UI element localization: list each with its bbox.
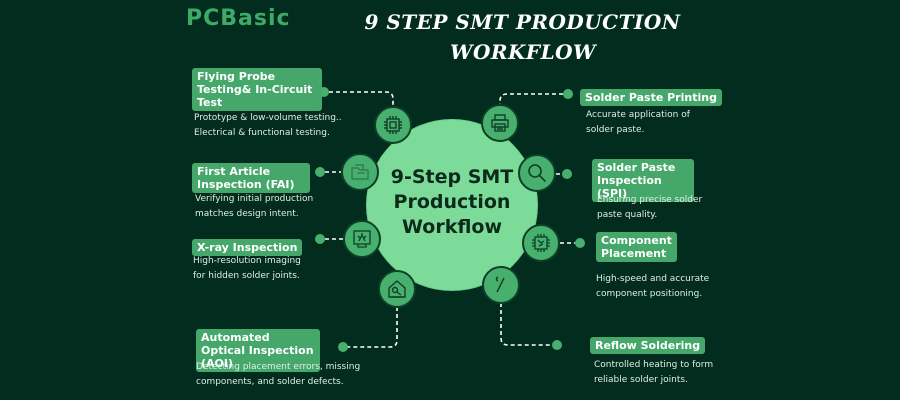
center-circle <box>367 120 537 290</box>
desc-line: component positioning. <box>596 289 703 299</box>
desc-line: reliable solder joints. <box>594 375 688 385</box>
step-reflow-soldering: Reflow Soldering <box>590 334 706 354</box>
step-spi: Solder Paste Inspection (SPI) <box>592 159 694 202</box>
connector-dot <box>575 238 585 248</box>
folder-icon <box>341 153 379 191</box>
connector-dot <box>562 169 572 179</box>
soldering-iron-icon <box>482 266 520 304</box>
step-fai: First Article Inspection (FAI) <box>192 163 310 193</box>
desc-line: matches design intent. <box>195 209 299 219</box>
desc-line: solder paste. <box>586 125 645 135</box>
step-xray: X-ray Inspection <box>192 236 303 256</box>
chip-icon <box>374 106 412 144</box>
step-description: Controlled heating to form reliable sold… <box>594 358 713 388</box>
step-description: High-resolution imaging for hidden solde… <box>193 254 301 284</box>
desc-line: components, and solder defects. <box>196 377 344 387</box>
desc-line: Prototype & low-volume testing.. <box>194 113 342 123</box>
center-title: 9-Step SMT Production Workflow <box>367 165 537 240</box>
house-magnifier-icon <box>378 270 416 308</box>
desc-line: Verifying initial production <box>195 194 314 204</box>
connector-dot <box>338 342 348 352</box>
step-aoi: Automated Optical Inspection (AOI) <box>196 329 320 372</box>
desc-line: Controlled heating to form <box>594 360 714 370</box>
step-description: Accurate application of solder paste. <box>586 108 690 138</box>
desc-line: High-resolution imaging <box>193 256 301 266</box>
connector-dot <box>563 89 573 99</box>
step-label: Flying Probe Testing& In-Circuit Test <box>192 68 322 111</box>
step-description: Ensuring precise solder paste quality. <box>597 193 702 223</box>
center-title-line2: Production <box>393 191 511 213</box>
center-title-line3: Workflow <box>401 216 503 238</box>
step-solder-paste-printing: Solder Paste Printing <box>580 86 722 106</box>
desc-line: paste quality. <box>597 210 658 220</box>
step-component-placement: Component Placement <box>596 232 677 262</box>
printer-icon <box>481 104 519 142</box>
step-label: First Article Inspection (FAI) <box>192 163 310 193</box>
desc-line: High-speed and accurate <box>596 274 710 284</box>
step-label: Reflow Soldering <box>590 337 706 354</box>
step-description: Prototype & low-volume testing.. Electri… <box>194 111 342 141</box>
circuit-icon <box>522 224 560 262</box>
connector-dot <box>315 234 325 244</box>
desc-line: Detecting placement errors, missing <box>196 362 361 372</box>
step-description: Detecting placement errors, missing comp… <box>196 360 360 390</box>
connector-dot <box>319 87 329 97</box>
center-title-line1: 9-Step SMT <box>390 166 514 188</box>
page-title-line2: WORKFLOW <box>449 40 597 64</box>
xray-icon <box>343 220 381 258</box>
step-description: Verifying initial production matches des… <box>195 192 313 222</box>
step-label: Automated Optical Inspection (AOI) <box>196 329 320 372</box>
desc-line: Accurate application of <box>586 110 690 120</box>
page-title-line1: 9 STEP SMT PRODUCTION <box>364 10 681 34</box>
desc-line: Electrical & functional testing. <box>194 128 330 138</box>
desc-line: for hidden solder joints. <box>193 271 300 281</box>
step-label: Component Placement <box>596 232 677 262</box>
step-label: Solder Paste Inspection (SPI) <box>592 159 694 202</box>
magnifier-icon <box>518 154 556 192</box>
desc-line: Ensuring precise solder <box>597 195 703 205</box>
connector-dot <box>552 340 562 350</box>
step-description: High-speed and accurate component positi… <box>596 272 709 302</box>
step-label: Solder Paste Printing <box>580 89 722 106</box>
step-flying-probe: Flying Probe Testing& In-Circuit Test <box>192 68 322 111</box>
pcbasic-logo: PCBasic <box>186 6 291 31</box>
connector-dot <box>315 167 325 177</box>
step-label: X-ray Inspection <box>192 239 303 256</box>
